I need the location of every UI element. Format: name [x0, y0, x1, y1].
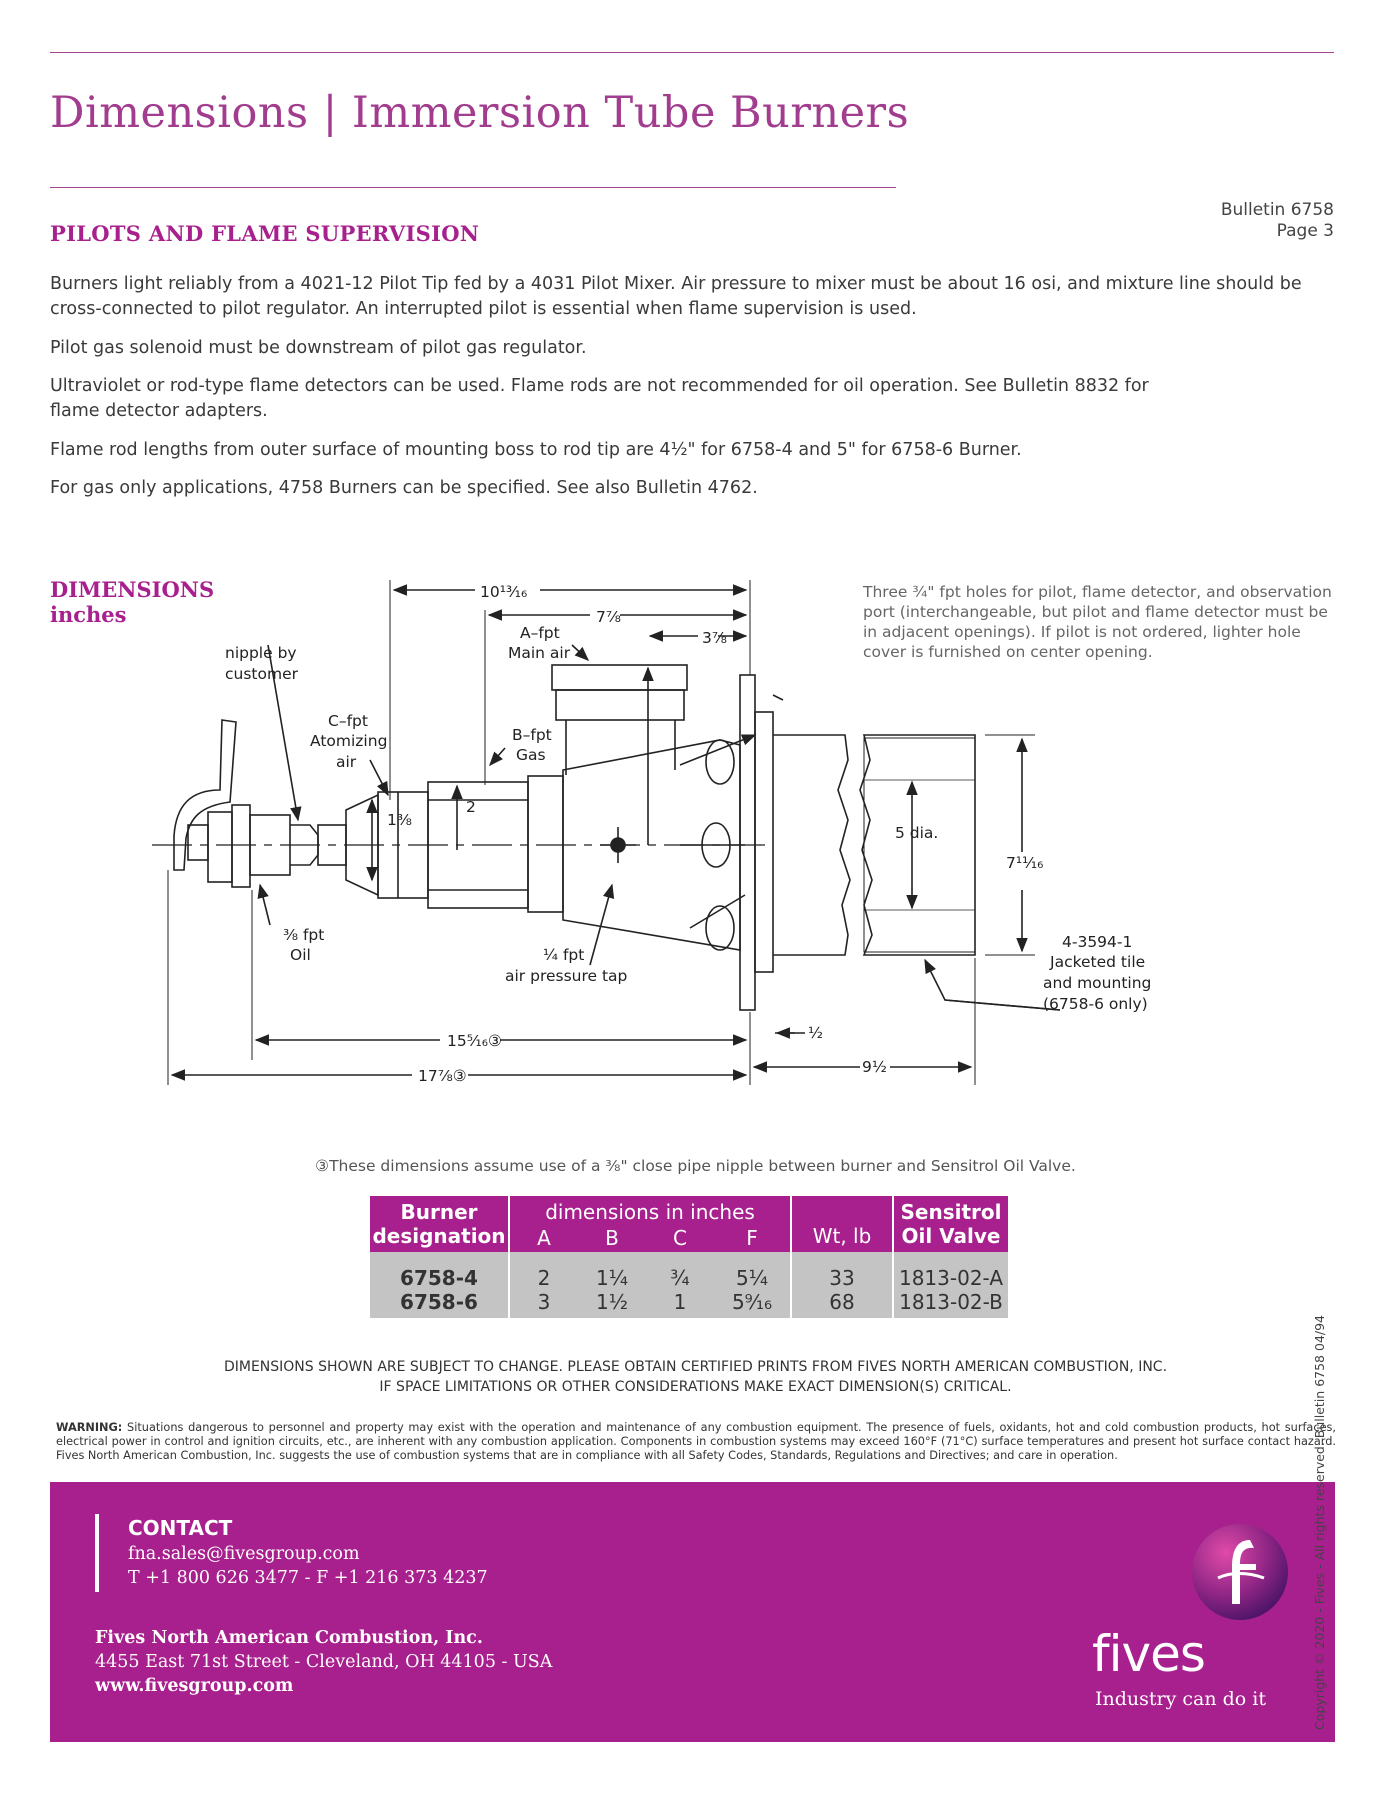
label-main-air: Main air — [508, 644, 571, 662]
header-burner-line2: designation — [372, 1224, 506, 1248]
footer-panel: CONTACT fna.sales@fivesgroup.com T +1 80… — [50, 1482, 1335, 1742]
company-name: Fives North American Combustion, Inc. — [95, 1628, 483, 1648]
company-address: 4455 East 71st Street - Cleveland, OH 44… — [95, 1652, 553, 1672]
cell-weight: 68 — [791, 1290, 894, 1318]
contact-phone: T +1 800 626 3477 - F +1 216 373 4237 — [128, 1568, 488, 1588]
header-dims: dimensions in inches — [509, 1196, 792, 1224]
dim-tile: 7¹¹⁄₁₆ — [1006, 854, 1043, 872]
label-tile-part: 4-3594-1 — [1062, 933, 1132, 951]
cell-c: ¾ — [646, 1252, 714, 1290]
company-website[interactable]: www.fivesgroup.com — [95, 1676, 294, 1696]
dimensions-heading: DIMENSIONS — [50, 577, 215, 602]
cell-a: 3 — [509, 1290, 578, 1318]
dim-b-size: 2 — [466, 798, 476, 816]
dim-15: 15⁵⁄₁₆③ — [447, 1032, 502, 1050]
cell-a: 2 — [509, 1252, 578, 1290]
label-tap-fpt: ¼ fpt — [543, 946, 584, 964]
warning-text: Situations dangerous to personnel and pr… — [56, 1421, 1336, 1462]
top-rule — [50, 52, 1334, 53]
dim-c-size: 1⅜ — [387, 811, 412, 829]
header-b: B — [578, 1224, 646, 1252]
header-a: A — [509, 1224, 578, 1252]
cell-valve: 1813-02-B — [893, 1290, 1008, 1318]
cell-b: 1¼ — [578, 1252, 646, 1290]
label-c-fpt: C–fpt — [328, 712, 368, 730]
page-title: Dimensions | Immersion Tube Burners — [50, 88, 910, 138]
dimensions-table: Burner designation dimensions in inches … — [370, 1196, 1008, 1318]
label-and-mounting: and mounting — [1043, 974, 1151, 992]
dim-17: 17⅞③ — [418, 1067, 467, 1085]
brand-wordmark: fives — [1092, 1625, 1206, 1683]
bulletin-number: Bulletin 6758 — [1220, 200, 1334, 220]
disclaimer-line-2: IF SPACE LIMITATIONS OR OTHER CONSIDERAT… — [379, 1379, 1012, 1395]
header-burner-line1: Burner — [400, 1200, 478, 1224]
paragraph-gas-only: For gas only applications, 4758 Burners … — [50, 478, 758, 498]
table-row: 6758-4 2 1¼ ¾ 5¼ 33 1813-02-A — [370, 1252, 1008, 1290]
burner-dimension-drawing: 10¹³⁄₁₆ 7⅞ 3⅞ A–fpt Main air nipple by c… — [152, 580, 1151, 1085]
cell-f: 5⁹⁄₁₆ — [714, 1290, 792, 1318]
label-oil: Oil — [290, 946, 311, 964]
paragraph-pilot: Burners light reliably from a 4021-12 Pi… — [50, 274, 1302, 319]
dim-short-top: 3⅞ — [702, 629, 727, 647]
table-header-row-2: A B C F — [370, 1224, 1008, 1252]
dim-9: 9½ — [862, 1058, 887, 1076]
title-underline — [50, 187, 896, 188]
disclaimer-line-1: DIMENSIONS SHOWN ARE SUBJECT TO CHANGE. … — [223, 1359, 1168, 1375]
disclaimer: DIMENSIONS SHOWN ARE SUBJECT TO CHANGE. … — [0, 1357, 1391, 1397]
cell-valve: 1813-02-A — [893, 1252, 1008, 1290]
header-burner: Burner designation — [370, 1196, 510, 1252]
dimensions-units: inches — [50, 602, 127, 627]
label-6758-6-only: (6758-6 only) — [1043, 995, 1148, 1013]
page-number: Page 3 — [1276, 221, 1334, 241]
warning-label: WARNING: — [56, 1421, 123, 1434]
warning-block: WARNING: Situations dangerous to personn… — [56, 1421, 1336, 1463]
header-valve-line1: Sensitrol — [900, 1200, 1002, 1224]
contact-heading: CONTACT — [128, 1516, 233, 1540]
header-weight: Wt, lb — [791, 1196, 894, 1252]
label-oil-fpt: ⅜ fpt — [283, 926, 324, 944]
label-air: air — [336, 753, 357, 771]
contact-bar — [95, 1514, 99, 1592]
label-gas: Gas — [516, 746, 546, 764]
header-valve-line2: Oil Valve — [901, 1224, 1001, 1248]
paragraph-detectors: Ultraviolet or rod-type flame detectors … — [50, 376, 1149, 421]
table-header-row-1: Burner designation dimensions in inches … — [370, 1196, 1008, 1252]
paragraph-solenoid: Pilot gas solenoid must be downstream of… — [50, 338, 587, 358]
cell-weight: 33 — [791, 1252, 894, 1290]
dim-overall-top: 10¹³⁄₁₆ — [480, 583, 527, 601]
header-c: C — [646, 1224, 714, 1252]
cell-f: 5¼ — [714, 1252, 792, 1290]
label-air-pressure-tap: air pressure tap — [505, 967, 627, 985]
contact-email[interactable]: fna.sales@fivesgroup.com — [128, 1544, 360, 1564]
label-b-fpt: B–fpt — [512, 726, 552, 744]
fives-logo-icon — [1192, 1524, 1288, 1620]
cell-burner: 6758-4 — [370, 1252, 510, 1290]
dimension-footnote: ③These dimensions assume use of a ⅜" clo… — [315, 1157, 1076, 1175]
brand-tagline: Industry can do it — [1095, 1688, 1266, 1710]
cell-c: 1 — [646, 1290, 714, 1318]
dim-half: ½ — [808, 1024, 823, 1042]
label-nipple: nipple by — [225, 644, 297, 662]
paragraph-flame-rod: Flame rod lengths from outer surface of … — [50, 440, 1022, 460]
label-atomizing: Atomizing — [310, 732, 387, 750]
bulletin-info: Bulletin 6758 Page 3 — [1221, 200, 1334, 242]
label-dia: 5 dia. — [895, 824, 938, 842]
openings-note: Three ¾" fpt holes for pilot, flame dete… — [863, 583, 1332, 661]
label-jacketed-tile: Jacketed tile — [1049, 953, 1145, 971]
copyright-vertical: Copyright © 2020 - Fives - All rights re… — [1312, 1314, 1327, 1730]
dim-mid-top: 7⅞ — [596, 608, 621, 626]
table-row: 6758-6 3 1½ 1 5⁹⁄₁₆ 68 1813-02-B — [370, 1290, 1008, 1318]
section-heading-pilots: PILOTS AND FLAME SUPERVISION — [50, 221, 480, 246]
cell-b: 1½ — [578, 1290, 646, 1318]
header-oil-valve: Sensitrol Oil Valve — [893, 1196, 1008, 1252]
label-nipple-customer: customer — [225, 665, 299, 683]
label-a-fpt: A–fpt — [520, 624, 560, 642]
header-f: F — [714, 1224, 792, 1252]
cell-burner: 6758-6 — [370, 1290, 510, 1318]
